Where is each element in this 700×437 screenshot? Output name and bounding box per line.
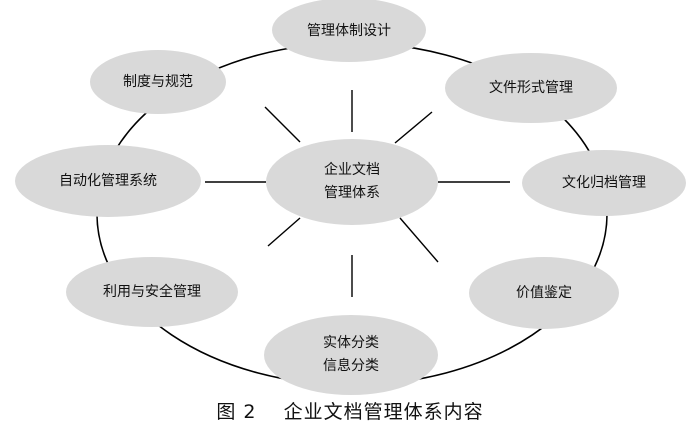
- node-upper-right-label: 文件形式管理: [489, 79, 573, 96]
- node-lower-right-label: 价值鉴定: [516, 284, 572, 301]
- node-bottom-line1: 实体分类: [323, 335, 379, 351]
- node-lower-right: 价值鉴定: [469, 257, 619, 329]
- spoke-line: [267, 217, 301, 247]
- node-left: 自动化管理系统: [15, 145, 201, 217]
- node-lower-right-shape: [469, 257, 619, 329]
- node-bottom-line2: 信息分类: [323, 358, 379, 374]
- spoke-line: [394, 111, 433, 144]
- figure-number: 图 2: [216, 401, 257, 423]
- node-right-shape: [522, 150, 686, 216]
- spoke-line: [399, 217, 439, 263]
- node-left-shape: [15, 145, 201, 217]
- node-center-shape: [266, 139, 438, 225]
- node-top-shape: [272, 0, 426, 62]
- node-upper-left-shape: [90, 50, 226, 114]
- node-center-line1: 企业文档: [324, 162, 380, 178]
- spoke-line: [264, 106, 301, 143]
- node-right-label: 文化归档管理: [562, 174, 646, 191]
- node-lower-left-label: 利用与安全管理: [103, 283, 201, 300]
- node-lower-left: 利用与安全管理: [66, 257, 238, 327]
- node-left-label: 自动化管理系统: [59, 172, 157, 189]
- node-bottom-shape: [264, 315, 438, 395]
- node-upper-right-shape: [445, 53, 617, 123]
- node-upper-left-label: 制度与规范: [123, 73, 193, 90]
- node-bottom: 实体分类 信息分类: [264, 315, 438, 395]
- node-top-label: 管理体制设计: [307, 22, 391, 39]
- node-upper-left: 制度与规范: [90, 50, 226, 114]
- figure-caption: 图 2 企业文档管理体系内容: [0, 397, 700, 424]
- node-upper-right: 文件形式管理: [445, 53, 617, 123]
- node-top: 管理体制设计: [272, 0, 426, 62]
- figure-title: 企业文档管理体系内容: [283, 401, 484, 423]
- node-right: 文化归档管理: [522, 150, 686, 216]
- node-center-line2: 管理体系: [324, 185, 380, 201]
- node-lower-left-shape: [66, 257, 238, 327]
- node-center: 企业文档 管理体系: [266, 139, 438, 225]
